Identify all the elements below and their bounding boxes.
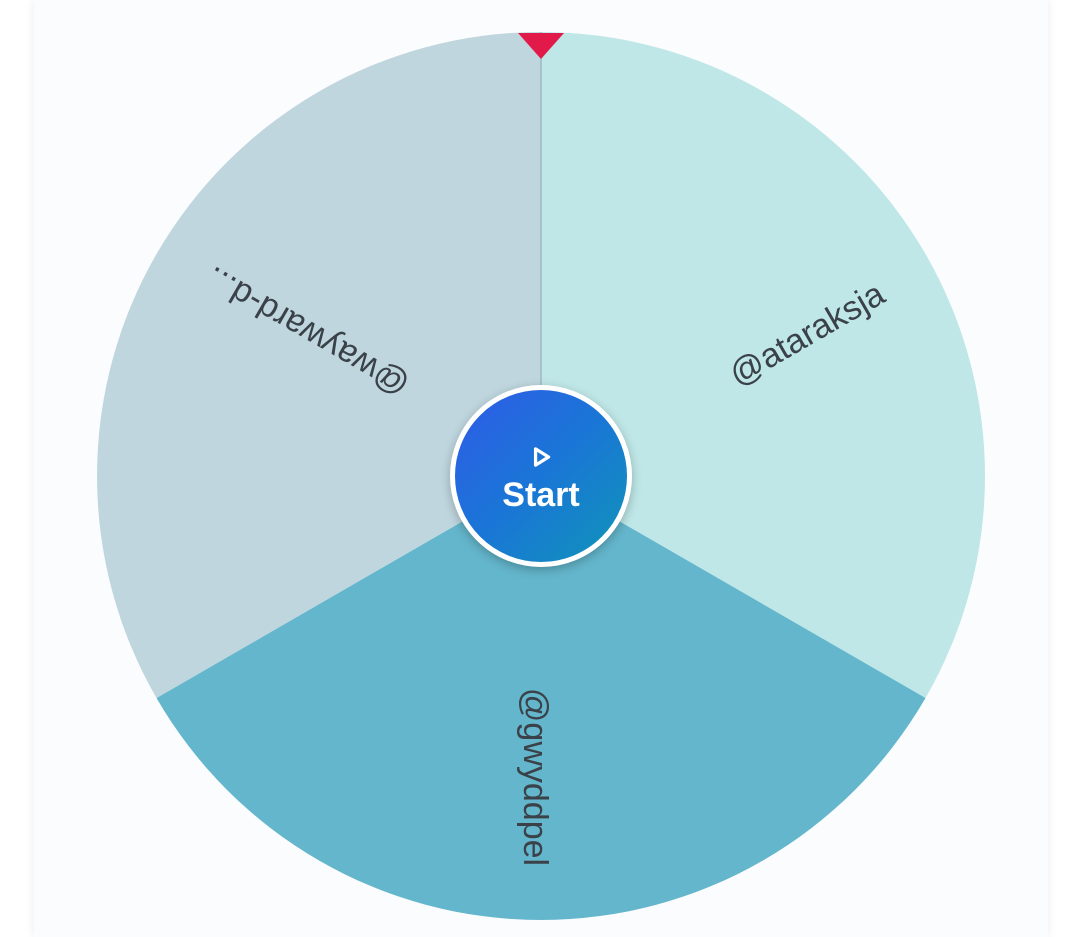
start-button[interactable]: Start — [450, 385, 632, 567]
play-icon — [533, 446, 551, 467]
wheel-segment-3 — [97, 32, 541, 698]
wheel-pointer-icon — [518, 33, 564, 59]
wheel-segment-2 — [156, 476, 926, 920]
wheel-segment-1 — [541, 32, 985, 698]
wheel-segment-2-label: @gwyddpel — [516, 688, 554, 866]
start-button-label: Start — [502, 475, 580, 514]
